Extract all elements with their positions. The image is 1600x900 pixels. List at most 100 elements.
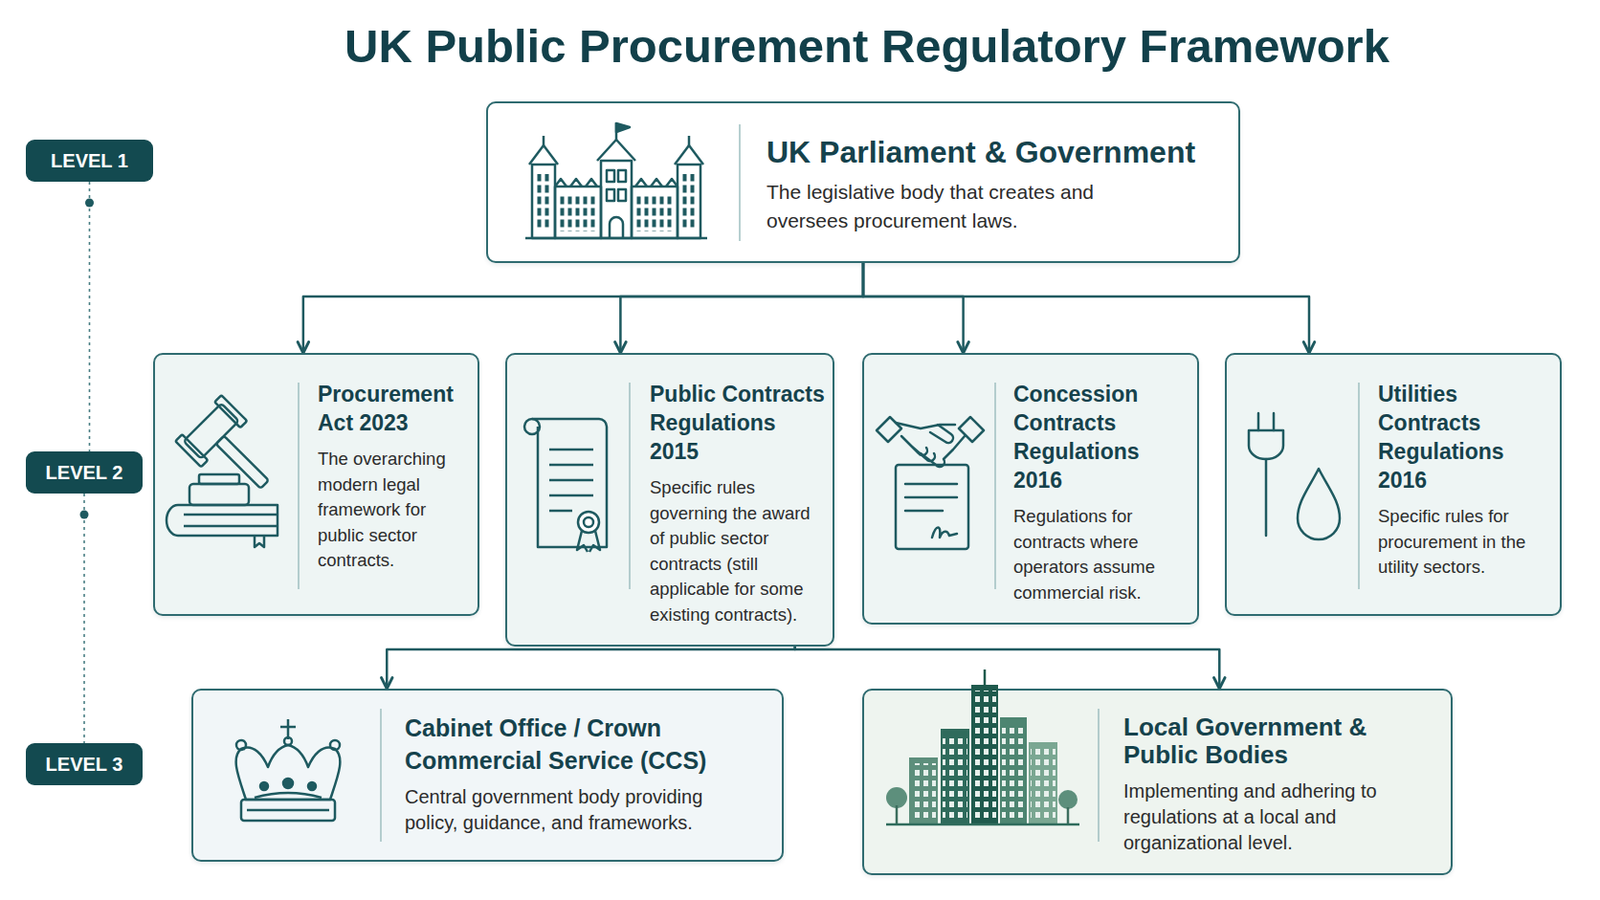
handshake-document-icon — [876, 417, 984, 550]
plug-drop-icon — [1248, 413, 1340, 540]
crown-icon-part — [246, 809, 330, 813]
separator-lines-part — [297, 382, 300, 590]
handshake-document-icon-part — [932, 528, 957, 539]
handshake-document-icon-part — [895, 465, 969, 550]
scroll-icon — [524, 419, 607, 553]
connector-line — [386, 646, 795, 689]
city-icon-part — [886, 823, 1080, 827]
parliament-icon-part — [597, 139, 636, 161]
scroll-icon-part — [583, 517, 594, 528]
city-icon-part — [1001, 723, 1025, 822]
level-connector — [80, 493, 89, 744]
separator-lines-part — [994, 382, 997, 590]
icon-part-part — [214, 395, 247, 428]
box-heading: UK Parliament & Government — [766, 133, 1231, 171]
separator-lines-part — [628, 382, 631, 590]
connector-line — [795, 646, 1221, 689]
hierarchy-arrow — [620, 263, 864, 354]
parliament-icon-part — [532, 164, 556, 239]
handshake-document-icon-part — [905, 510, 943, 513]
parliament-icon-part — [535, 174, 552, 228]
parliament-icon-part — [635, 178, 678, 187]
crown-icon-part — [330, 740, 340, 751]
box-heading: Utilities Contracts Regulations 2016 — [1377, 379, 1555, 495]
box-description: The overarching modern legal framework f… — [317, 446, 471, 575]
parliament-icon-part — [631, 186, 678, 239]
parliament-icon-part — [677, 164, 701, 239]
parliament-icon-part — [618, 189, 626, 201]
separator-lines-part — [379, 709, 382, 843]
crown-icon — [236, 719, 341, 822]
crown-icon-part — [260, 782, 268, 791]
dotted-connector — [83, 493, 86, 744]
parliament-icon-part — [609, 217, 623, 239]
parliament-icon-part — [558, 195, 598, 232]
separator-lines-part — [1357, 382, 1360, 590]
legislation-box: Concession Contracts Regulations 2016Reg… — [862, 353, 1200, 625]
scroll-icon-part — [549, 479, 594, 483]
hierarchy-arrow — [863, 263, 964, 354]
city-icon-part — [942, 734, 968, 822]
city-icon-part — [911, 763, 936, 822]
crown-icon-part — [280, 726, 296, 730]
parliament-icon-part — [635, 195, 674, 232]
parliament-icon-part — [555, 178, 598, 187]
parliament-icon — [525, 122, 708, 239]
gavel-book-icon-part — [183, 525, 278, 529]
crown-icon-part — [283, 778, 293, 789]
connector-line — [863, 263, 964, 354]
diagram-title: UK Public Procurement Regulatory Framewo… — [344, 19, 1390, 73]
box-description: The legislative body that creates and ov… — [766, 177, 1150, 236]
hierarchy-arrow — [863, 263, 1310, 354]
city-icon-part — [886, 787, 908, 809]
hierarchy-arrow — [303, 263, 864, 354]
connector-line — [620, 263, 864, 354]
box-heading: Public Contracts Regulations 2015 — [649, 379, 828, 467]
connector-dot — [85, 199, 94, 208]
gavel-book-icon-part — [199, 474, 240, 485]
parliament-icon-part — [606, 170, 615, 182]
icon-part-part — [183, 403, 240, 460]
box-description: Implementing and adhering to regulations… — [1123, 778, 1411, 857]
level-connector — [85, 181, 94, 452]
handshake-document-icon-part — [930, 424, 954, 444]
scroll-icon-part — [589, 531, 600, 553]
box-heading: Local Government & Public Bodies — [1123, 713, 1411, 770]
crown-icon-part — [254, 793, 322, 799]
parliament-icon-part — [555, 186, 601, 239]
hierarchy-arrow — [795, 646, 1221, 689]
scroll-icon-part — [577, 531, 588, 553]
gavel-book-icon-part — [189, 484, 249, 506]
level-badge: LEVEL 3 — [25, 743, 143, 786]
dotted-connector — [88, 181, 91, 452]
plug-drop-icon-part — [1265, 459, 1268, 536]
gavel-book-icon-part — [166, 505, 278, 536]
parliament-icon-part — [618, 170, 626, 182]
gavel-book-icon — [166, 395, 289, 548]
city-icon-part — [983, 669, 987, 686]
legislation-box: Public Contracts Regulations 2015Specifi… — [505, 353, 835, 647]
parliament-icon-part — [615, 122, 619, 140]
crown-icon-part — [241, 800, 335, 822]
city-icon-part — [1030, 748, 1056, 822]
crown-icon-part — [236, 745, 341, 800]
city-icon-part — [909, 757, 938, 825]
crown-icon-part — [236, 740, 246, 751]
parliament-icon-part — [681, 174, 697, 228]
scroll-icon-part — [549, 494, 594, 498]
city-icon-part — [1028, 742, 1058, 825]
parliament-icon-part — [542, 135, 546, 146]
level-label: LEVEL 3 — [45, 754, 124, 777]
parliament-icon-part — [600, 160, 632, 239]
separator-lines-part — [738, 124, 741, 242]
level-badge: LEVEL 2 — [25, 451, 143, 494]
icon-part — [175, 395, 288, 508]
city-icon-part — [1000, 717, 1027, 825]
box-description: Specific rules for procurement in the ut… — [1377, 504, 1555, 581]
box-heading: Cabinet Office / Crown Commercial Servic… — [404, 711, 777, 778]
box-description: Specific rules governing the award of pu… — [649, 475, 828, 628]
plug-drop-icon-part — [1272, 413, 1276, 431]
parliament-icon-part — [606, 189, 615, 201]
scroll-icon-part — [532, 419, 607, 548]
